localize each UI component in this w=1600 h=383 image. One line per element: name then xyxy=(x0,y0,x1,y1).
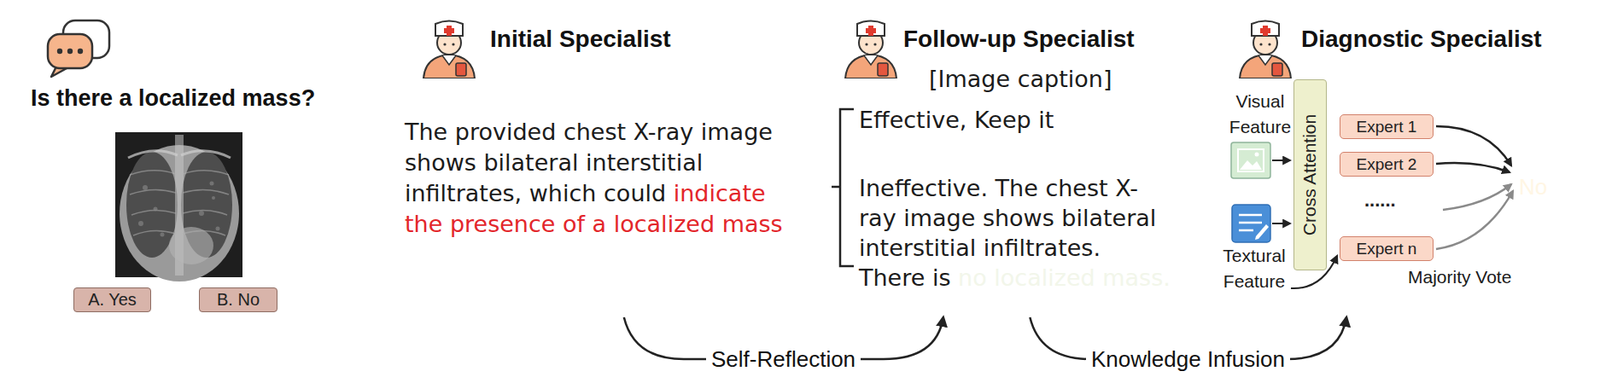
image-icon xyxy=(1231,142,1271,179)
chest-xray-part-part xyxy=(138,221,144,227)
diagnostic-specialist-stage: Diagnostic SpecialistVisual FeatureTextu… xyxy=(1162,0,1600,316)
corrected-answer-text: no localized mass. xyxy=(957,264,1171,292)
text-holder: ...... xyxy=(1364,189,1396,212)
block-label: Cross Attention xyxy=(1300,114,1321,236)
box-label: Expert n xyxy=(1356,239,1418,259)
option-button: A. Yes xyxy=(73,287,152,313)
image-icon-part xyxy=(1231,142,1271,179)
chest-xray-part-part xyxy=(216,227,221,232)
text-holder: Follow-up Specialist xyxy=(903,25,1135,53)
doctor-icons-part xyxy=(845,21,897,80)
text-holder: Diagnostic Specialist xyxy=(1301,25,1542,53)
text-icon-part xyxy=(1232,204,1271,243)
chevron-fill xyxy=(1162,58,1600,316)
feature-label: Textural Feature xyxy=(1215,243,1293,295)
box-label: Expert 1 xyxy=(1356,117,1418,137)
feature-arrows-part xyxy=(1272,222,1291,225)
chest-xray-part-part xyxy=(153,207,158,212)
bracket xyxy=(831,109,854,267)
final-answer: No xyxy=(1518,174,1548,201)
chest-xray-part xyxy=(169,227,214,265)
vote-arrows-part xyxy=(1436,126,1512,166)
chest-xray-part xyxy=(129,170,229,236)
chest-xray-part xyxy=(138,181,221,238)
text-holder: Effective, Keep it xyxy=(858,105,1054,136)
box-label: B. No xyxy=(216,290,260,310)
ellipsis: ...... xyxy=(1364,189,1396,212)
doctor-icons xyxy=(423,21,1291,80)
cross-attention-block: Cross Attention xyxy=(1293,79,1327,271)
image-icon-part xyxy=(1255,152,1260,158)
question-panel: Is there a localized mass? A. Yes B. No xyxy=(0,58,402,316)
expert-box: Expert 2 xyxy=(1339,151,1434,177)
text-holder: [Image caption] xyxy=(928,64,1112,95)
expert-box: Expert 1 xyxy=(1339,114,1434,140)
chat-icon-part xyxy=(67,48,73,54)
edge-label-holder: Self-Reflection xyxy=(706,346,861,374)
initial-specialist-stage: Initial SpecialistThe provided chest X-r… xyxy=(341,0,817,316)
text-icon-part xyxy=(1238,215,1262,231)
box-label: Expert 2 xyxy=(1356,155,1418,175)
feature-arrows-part xyxy=(1272,159,1291,162)
feature-label: Visual Feature xyxy=(1226,88,1295,141)
reflection-verdict: Effective, Keep it xyxy=(858,105,1054,136)
option-button: B. No xyxy=(198,287,278,313)
stage-heading: Initial Specialist xyxy=(490,25,672,53)
vote-arrows-part xyxy=(1442,184,1512,211)
paragraph: The provided chest X-ray image shows bil… xyxy=(404,116,802,240)
expert-box: Expert n xyxy=(1339,236,1434,262)
vote-arrows xyxy=(1436,126,1513,250)
text-holder: Initial Specialist xyxy=(490,25,672,53)
box-label: A. Yes xyxy=(87,290,137,310)
chest-xray-part-part xyxy=(160,233,165,238)
followup-specialist-stage: Follow-up Specialist [Image caption] Effec… xyxy=(764,0,1215,316)
text-icon-part xyxy=(1255,224,1269,240)
panel-fill xyxy=(0,58,402,316)
chevron-fill xyxy=(341,58,817,316)
caption-tag: [Image caption] xyxy=(928,64,1112,95)
chest-xray xyxy=(115,132,243,282)
edge-label: Self-Reflection xyxy=(706,346,861,373)
chest-xray-part-part xyxy=(142,185,148,191)
doctor-icons-part xyxy=(423,21,475,80)
edge-label-holder: Knowledge Infusion xyxy=(1086,346,1291,374)
chest-xray-part-part xyxy=(198,210,205,217)
vote-arrows-part xyxy=(1436,163,1510,173)
text-holder: Majority Vote xyxy=(1407,267,1512,288)
chest-xray-part-part xyxy=(210,181,215,187)
vote-label: Majority Vote xyxy=(1407,267,1512,288)
image-icon-part xyxy=(1237,149,1264,172)
stage-heading: Diagnostic Specialist xyxy=(1301,25,1542,53)
vote-arrows-part xyxy=(1436,191,1513,250)
text-icon xyxy=(1232,204,1271,243)
text-holder: Textural Feature xyxy=(1215,243,1293,295)
chat-icon xyxy=(47,20,110,77)
stage-heading: Follow-up Specialist xyxy=(903,25,1135,53)
chevron-fill xyxy=(764,58,1215,316)
paragraph: Ineffective. The chest X-ray image shows… xyxy=(858,173,1173,293)
chest-xray-part xyxy=(128,151,231,158)
chat-icon-part xyxy=(77,48,83,54)
text-holder: Visual Feature xyxy=(1226,88,1295,141)
doctor-icons-part xyxy=(1239,21,1291,80)
chat-icon-part xyxy=(47,34,93,69)
chest-xray-part-part xyxy=(211,196,216,200)
text-holder: Is there a localized mass? xyxy=(30,85,316,112)
image-icon-part xyxy=(1239,160,1262,170)
text-holder: No xyxy=(1518,174,1548,201)
edge-label: Knowledge Infusion xyxy=(1086,346,1291,373)
question-text: Is there a localized mass? xyxy=(30,85,316,112)
chat-icon-part xyxy=(57,48,63,54)
